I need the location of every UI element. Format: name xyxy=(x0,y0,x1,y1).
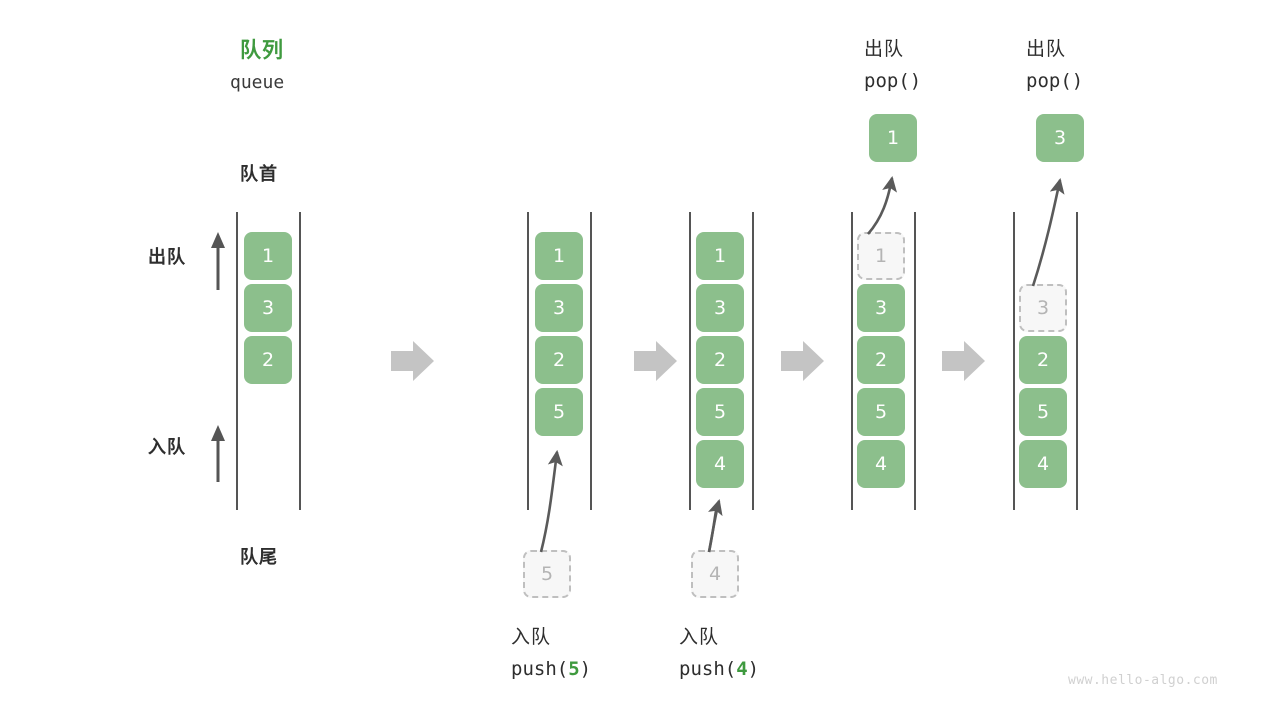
queue-cell: 1 xyxy=(535,232,583,280)
queue-tail-label: 队尾 xyxy=(240,547,278,567)
caption-code-prefix: push( xyxy=(511,658,569,680)
queue-cell: 5 xyxy=(535,388,583,436)
queue-cell: 4 xyxy=(857,440,905,488)
caption-code-suffix: ) xyxy=(579,658,592,680)
queue-cell: 2 xyxy=(244,336,292,384)
queue-cell: 4 xyxy=(696,440,744,488)
caption-code-suffix: ) xyxy=(747,658,760,680)
step-header-cn: 出队 xyxy=(1026,39,1067,60)
caption-code-value: 5 xyxy=(568,658,580,680)
queue-rail-left-5 xyxy=(1013,212,1015,510)
queue-rail-right-4 xyxy=(914,212,916,510)
enqueue-direction-arrow-icon xyxy=(211,425,225,482)
queue-cell: 5 xyxy=(696,388,744,436)
queue-rail-left-1 xyxy=(236,212,238,510)
queue-rail-left-3 xyxy=(689,212,691,510)
separator-arrow-icon xyxy=(942,341,985,381)
queue-rail-right-2 xyxy=(590,212,592,510)
queue-cell-ghost: 1 xyxy=(857,232,905,280)
push-arrow-4-icon xyxy=(707,502,721,553)
queue-cell: 1 xyxy=(244,232,292,280)
push-arrow-4-shaft-icon xyxy=(707,498,723,553)
incoming-cell: 4 xyxy=(691,550,739,598)
pop-arrow-3-icon xyxy=(1031,177,1065,287)
dequeue-direction-arrow-icon xyxy=(211,232,225,290)
queue-cell: 1 xyxy=(696,232,744,280)
queue-cell: 4 xyxy=(1019,440,1067,488)
step-header-code: pop() xyxy=(864,70,922,92)
queue-cell: 2 xyxy=(857,336,905,384)
queue-cell-ghost: 3 xyxy=(1019,284,1067,332)
watermark: www.hello-algo.com xyxy=(1068,673,1218,688)
queue-rail-left-2 xyxy=(527,212,529,510)
queue-cell: 3 xyxy=(535,284,583,332)
queue-rail-left-4 xyxy=(851,212,853,510)
queue-rail-right-3 xyxy=(752,212,754,510)
queue-cell: 2 xyxy=(1019,336,1067,384)
queue-head-label: 队首 xyxy=(240,164,278,184)
queue-cell: 2 xyxy=(696,336,744,384)
separator-arrow-icon xyxy=(634,341,677,381)
step-caption-cn: 入队 xyxy=(511,627,552,648)
step-caption-code: push(5) xyxy=(511,658,591,680)
caption-code-value: 4 xyxy=(736,658,748,680)
dequeue-direction-label: 出队 xyxy=(148,247,186,267)
queue-cell: 3 xyxy=(696,284,744,332)
queue-cell: 3 xyxy=(244,284,292,332)
diagram-title-en: queue xyxy=(230,72,285,93)
step-caption-cn: 入队 xyxy=(679,627,720,648)
push-arrow-5-icon xyxy=(539,449,563,553)
queue-cell: 2 xyxy=(535,336,583,384)
step-caption-code: push(4) xyxy=(679,658,759,680)
pop-arrow-1-icon xyxy=(867,175,897,235)
queue-cell: 5 xyxy=(1019,388,1067,436)
separator-arrow-icon xyxy=(391,341,434,381)
incoming-cell: 5 xyxy=(523,550,571,598)
step-header-cn: 出队 xyxy=(864,39,905,60)
enqueue-direction-label: 入队 xyxy=(148,437,186,457)
popped-cell: 1 xyxy=(869,114,917,162)
queue-cell: 5 xyxy=(857,388,905,436)
separator-arrow-icon xyxy=(781,341,824,381)
step-header-code: pop() xyxy=(1026,70,1084,92)
queue-rail-right-1 xyxy=(299,212,301,510)
popped-cell: 3 xyxy=(1036,114,1084,162)
queue-rail-right-5 xyxy=(1076,212,1078,510)
queue-cell: 3 xyxy=(857,284,905,332)
diagram-title-cn: 队列 xyxy=(240,39,284,62)
caption-code-prefix: push( xyxy=(679,658,737,680)
